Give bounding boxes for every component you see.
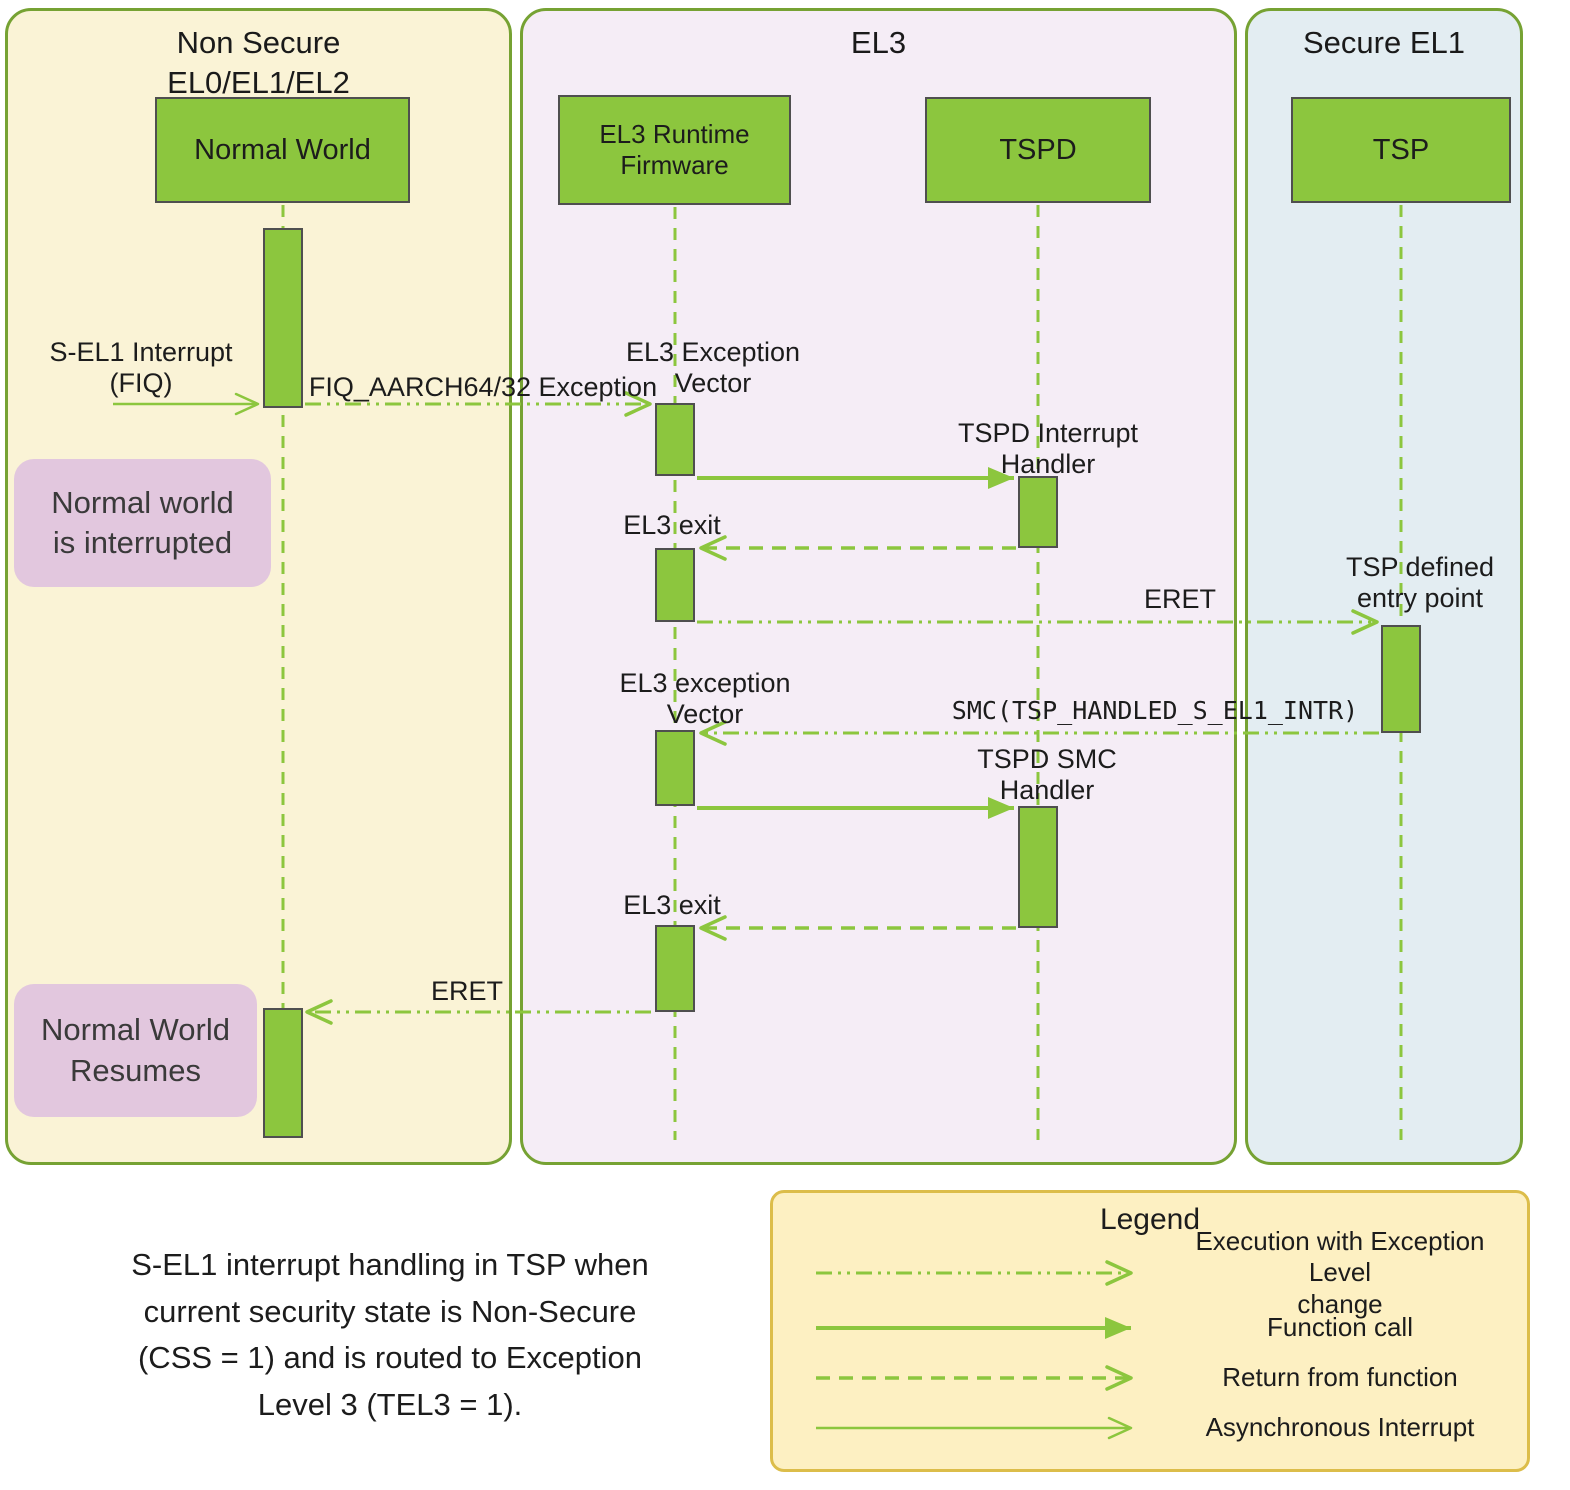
actor-tsp: TSP — [1291, 97, 1511, 203]
diagram-caption: S-EL1 interrupt handling in TSP when cur… — [131, 1247, 649, 1422]
activation-tspd-smc-handler — [1018, 806, 1058, 928]
activation-tspd-interrupt-handler — [1018, 476, 1058, 548]
label-tspd-interrupt-handler: TSPD Interrupt Handler — [957, 418, 1139, 480]
execution-el-change-arrow-icon — [816, 1260, 1133, 1286]
label-eret-2: ERET — [430, 976, 504, 1006]
note-normal-world-interrupted-text: Normal world is interrupted — [51, 484, 234, 560]
activation-tsp-entry-point — [1381, 625, 1421, 733]
label-el3-exception-vector-1: EL3 Exception Vector — [625, 337, 801, 399]
panel-title-secure-el1: Secure EL1 — [1303, 25, 1465, 60]
actor-tspd: TSPD — [925, 97, 1151, 203]
legend-label-asynchronous-interrupt: Asynchronous Interrupt — [1205, 1412, 1475, 1443]
actor-tsp-label: TSP — [1372, 133, 1430, 166]
function-call-arrow-icon — [816, 1317, 1131, 1339]
label-smc-call: SMC(TSP_HANDLED_S_EL1_INTR) — [951, 696, 1359, 725]
note-normal-world-resumes-text: Normal World Resumes — [41, 1012, 230, 1088]
note-normal-world-interrupted: Normal world is interrupted — [14, 459, 271, 587]
label-el3-exception-vector-2: EL3 exception Vector — [619, 668, 791, 730]
legend-label-return-from-function: Return from function — [1222, 1362, 1458, 1393]
activation-el3-exit-2 — [655, 925, 695, 1012]
legend-item-asynchronous-interrupt: Asynchronous Interrupt — [791, 1403, 1509, 1453]
activation-el3-exception-vector-2 — [655, 730, 695, 806]
legend-item-return-from-function: Return from function — [791, 1353, 1509, 1403]
actor-el3-runtime-firmware: EL3 Runtime Firmware — [558, 95, 791, 205]
activation-normal-world-2 — [263, 1008, 303, 1138]
legend: Legend Execution with Exception Level ch… — [770, 1190, 1530, 1472]
label-tspd-smc-handler: TSPD SMC Handler — [977, 744, 1117, 806]
legend-item-execution-el-change: Execution with Exception Level change — [791, 1226, 1509, 1319]
label-fiq-exception: FIQ_AARCH64/32 Exception — [308, 372, 658, 402]
note-normal-world-resumes: Normal World Resumes — [14, 984, 257, 1117]
panel-title-non-secure: Non Secure EL0/EL1/EL2 — [167, 25, 350, 100]
panel-title-el3: EL3 — [850, 25, 907, 60]
activation-normal-world-1 — [263, 228, 303, 408]
label-el3-exit-1: EL3 exit — [623, 510, 721, 540]
actor-normal-world-label: Normal World — [194, 133, 371, 166]
label-eret-1: ERET — [1143, 584, 1217, 614]
legend-item-function-call: Function call — [791, 1303, 1509, 1353]
activation-el3-exception-vector-1 — [655, 403, 695, 476]
activation-el3-exit-1 — [655, 548, 695, 622]
label-el3-exit-2: EL3 exit — [623, 890, 721, 920]
label-s-el1-interrupt: S-EL1 Interrupt (FIQ) — [49, 337, 233, 399]
legend-title: Legend — [1099, 1203, 1201, 1236]
legend-label-function-call: Function call — [1267, 1312, 1413, 1343]
return-from-function-arrow-icon — [816, 1365, 1133, 1391]
actor-normal-world: Normal World — [155, 97, 410, 203]
asynchronous-interrupt-arrow-icon — [816, 1416, 1133, 1440]
actor-tspd-label: TSPD — [999, 133, 1077, 166]
legend-label-execution-el-change: Execution with Exception Level change — [1195, 1226, 1485, 1319]
label-tsp-entry-point: TSP defined entry point — [1345, 552, 1495, 614]
actor-el3-runtime-firmware-label: EL3 Runtime Firmware — [599, 118, 750, 180]
